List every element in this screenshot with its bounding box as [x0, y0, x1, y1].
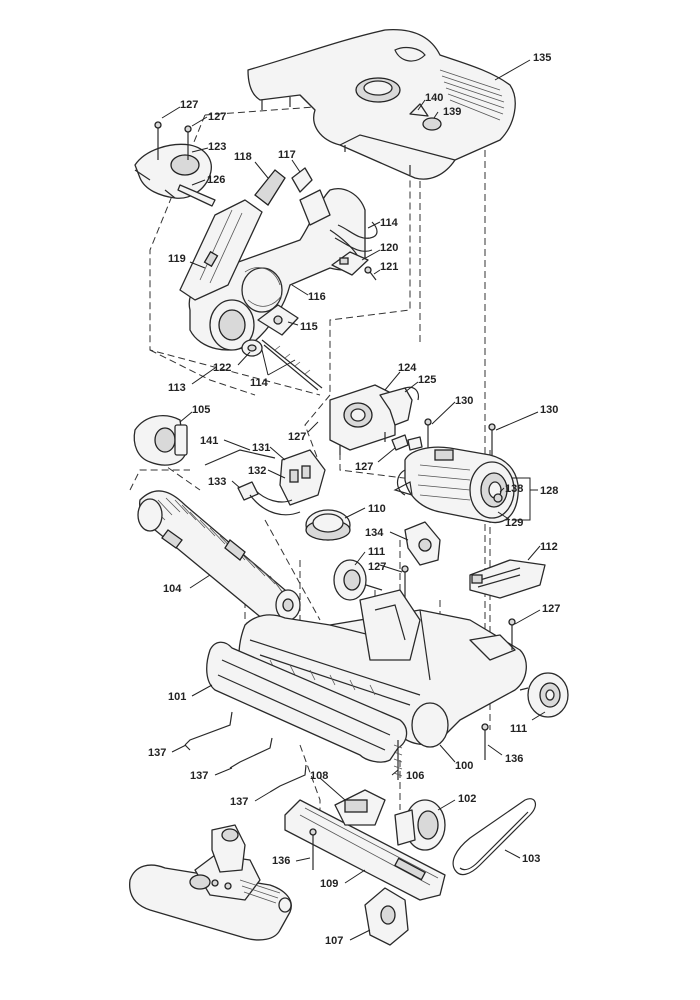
callout-134: 134 [365, 527, 384, 539]
part-117-clip [291, 167, 313, 193]
part-123-handle-release [134, 121, 216, 207]
part-109-bottom-plate [284, 799, 446, 901]
part-102-belt-pulley [394, 799, 446, 851]
callout-130: 130 [540, 404, 558, 416]
leader-lines [161, 59, 546, 941]
part-120-terminal-block [331, 251, 369, 276]
part-125-wire-guide [379, 386, 420, 426]
part-107-clip [364, 887, 409, 946]
callout-125: 125 [418, 374, 436, 386]
callout-109: 109 [320, 878, 338, 890]
part-115-gasket [257, 304, 299, 336]
part-131-switch-plate [279, 449, 326, 506]
callout-100: 100 [455, 760, 473, 772]
callout-127: 127 [368, 561, 386, 573]
part-106-spring [393, 740, 403, 780]
callout-124: 124 [398, 362, 417, 374]
callout-114: 114 [380, 217, 399, 229]
part-108-latch [334, 789, 386, 826]
callout-127: 127 [180, 99, 198, 111]
part-127-clip-motor [391, 434, 423, 451]
callout-133: 133 [208, 476, 226, 488]
part-118-bracket [254, 169, 286, 206]
callout-115: 115 [300, 321, 318, 333]
callout-127: 127 [288, 431, 306, 443]
part-111-rear-wheel-right [519, 672, 569, 718]
callout-102: 102 [458, 793, 476, 805]
callout-136: 136 [505, 753, 523, 765]
part-121-screw [364, 266, 377, 281]
callout-111: 111 [368, 546, 385, 558]
part-128-motor [393, 446, 519, 524]
part-136-screw-left [309, 828, 317, 870]
callout-113: 113 [168, 382, 186, 394]
callout-107: 107 [325, 935, 343, 947]
part-119-switch [179, 199, 263, 301]
callout-103: 103 [522, 853, 540, 865]
callout-121: 121 [380, 261, 398, 273]
part-116-fan-housing [188, 188, 366, 351]
callout-136: 136 [272, 855, 290, 867]
part-133-connector [237, 481, 301, 516]
callout-139: 139 [443, 106, 461, 118]
part-110-pulley [305, 509, 351, 541]
callout-119: 119 [168, 253, 186, 265]
callout-105: 105 [192, 404, 210, 416]
callout-101: 101 [168, 691, 186, 703]
callout-131: 131 [252, 442, 270, 454]
callout-141: 141 [200, 435, 218, 447]
part-104-brush-roll [137, 490, 301, 625]
callout-117: 117 [278, 149, 296, 161]
part-137-springs [184, 711, 307, 793]
callout-112: 112 [540, 541, 558, 553]
part-114-wiring-upper [334, 221, 378, 252]
callout-127: 127 [355, 461, 373, 473]
part-134-bracket [404, 521, 441, 566]
callout-116: 116 [308, 291, 326, 303]
part-135-top-cover [247, 29, 516, 180]
callout-126: 126 [207, 174, 225, 186]
callout-106: 106 [406, 770, 424, 782]
callout-137: 137 [148, 747, 166, 759]
callout-122: 122 [213, 362, 231, 374]
part-101-bumper [206, 641, 408, 763]
callout-111: 111 [510, 723, 527, 735]
callout-135: 135 [533, 52, 551, 64]
callout-110: 110 [368, 503, 386, 515]
part-124-motor-bracket [329, 384, 396, 455]
part-138-motor-end [493, 493, 503, 503]
callout-138: 138 [505, 483, 523, 495]
callout-137: 137 [190, 770, 208, 782]
callout-labels: 135 140 139 127 127 123 126 118 117 114 … [148, 52, 560, 947]
callout-108: 108 [310, 770, 328, 782]
callout-123: 123 [208, 141, 226, 153]
assembled-base-view [129, 824, 292, 941]
part-114-shaft [261, 339, 323, 391]
part-103-drive-belt [452, 798, 537, 876]
part-141-cable [204, 449, 276, 466]
part-111-rear-wheel-left [333, 559, 383, 601]
callout-118: 118 [234, 151, 252, 163]
part-127-screw-right [508, 618, 516, 650]
callout-130: 130 [455, 395, 473, 407]
callout-137: 137 [230, 796, 248, 808]
callout-128: 128 [540, 485, 558, 497]
part-105-end-cap [133, 415, 188, 466]
callout-104: 104 [163, 583, 182, 595]
callout-120: 120 [380, 242, 398, 254]
callout-140: 140 [425, 92, 443, 104]
callout-127: 127 [208, 111, 226, 123]
callout-127: 127 [542, 603, 560, 615]
callout-132: 132 [248, 465, 266, 477]
callout-129: 129 [505, 517, 523, 529]
part-136-screw-right [481, 723, 489, 760]
callout-114: 114 [250, 377, 269, 389]
part-112-height-adjust [469, 559, 546, 599]
part-122-bearing [241, 339, 263, 357]
